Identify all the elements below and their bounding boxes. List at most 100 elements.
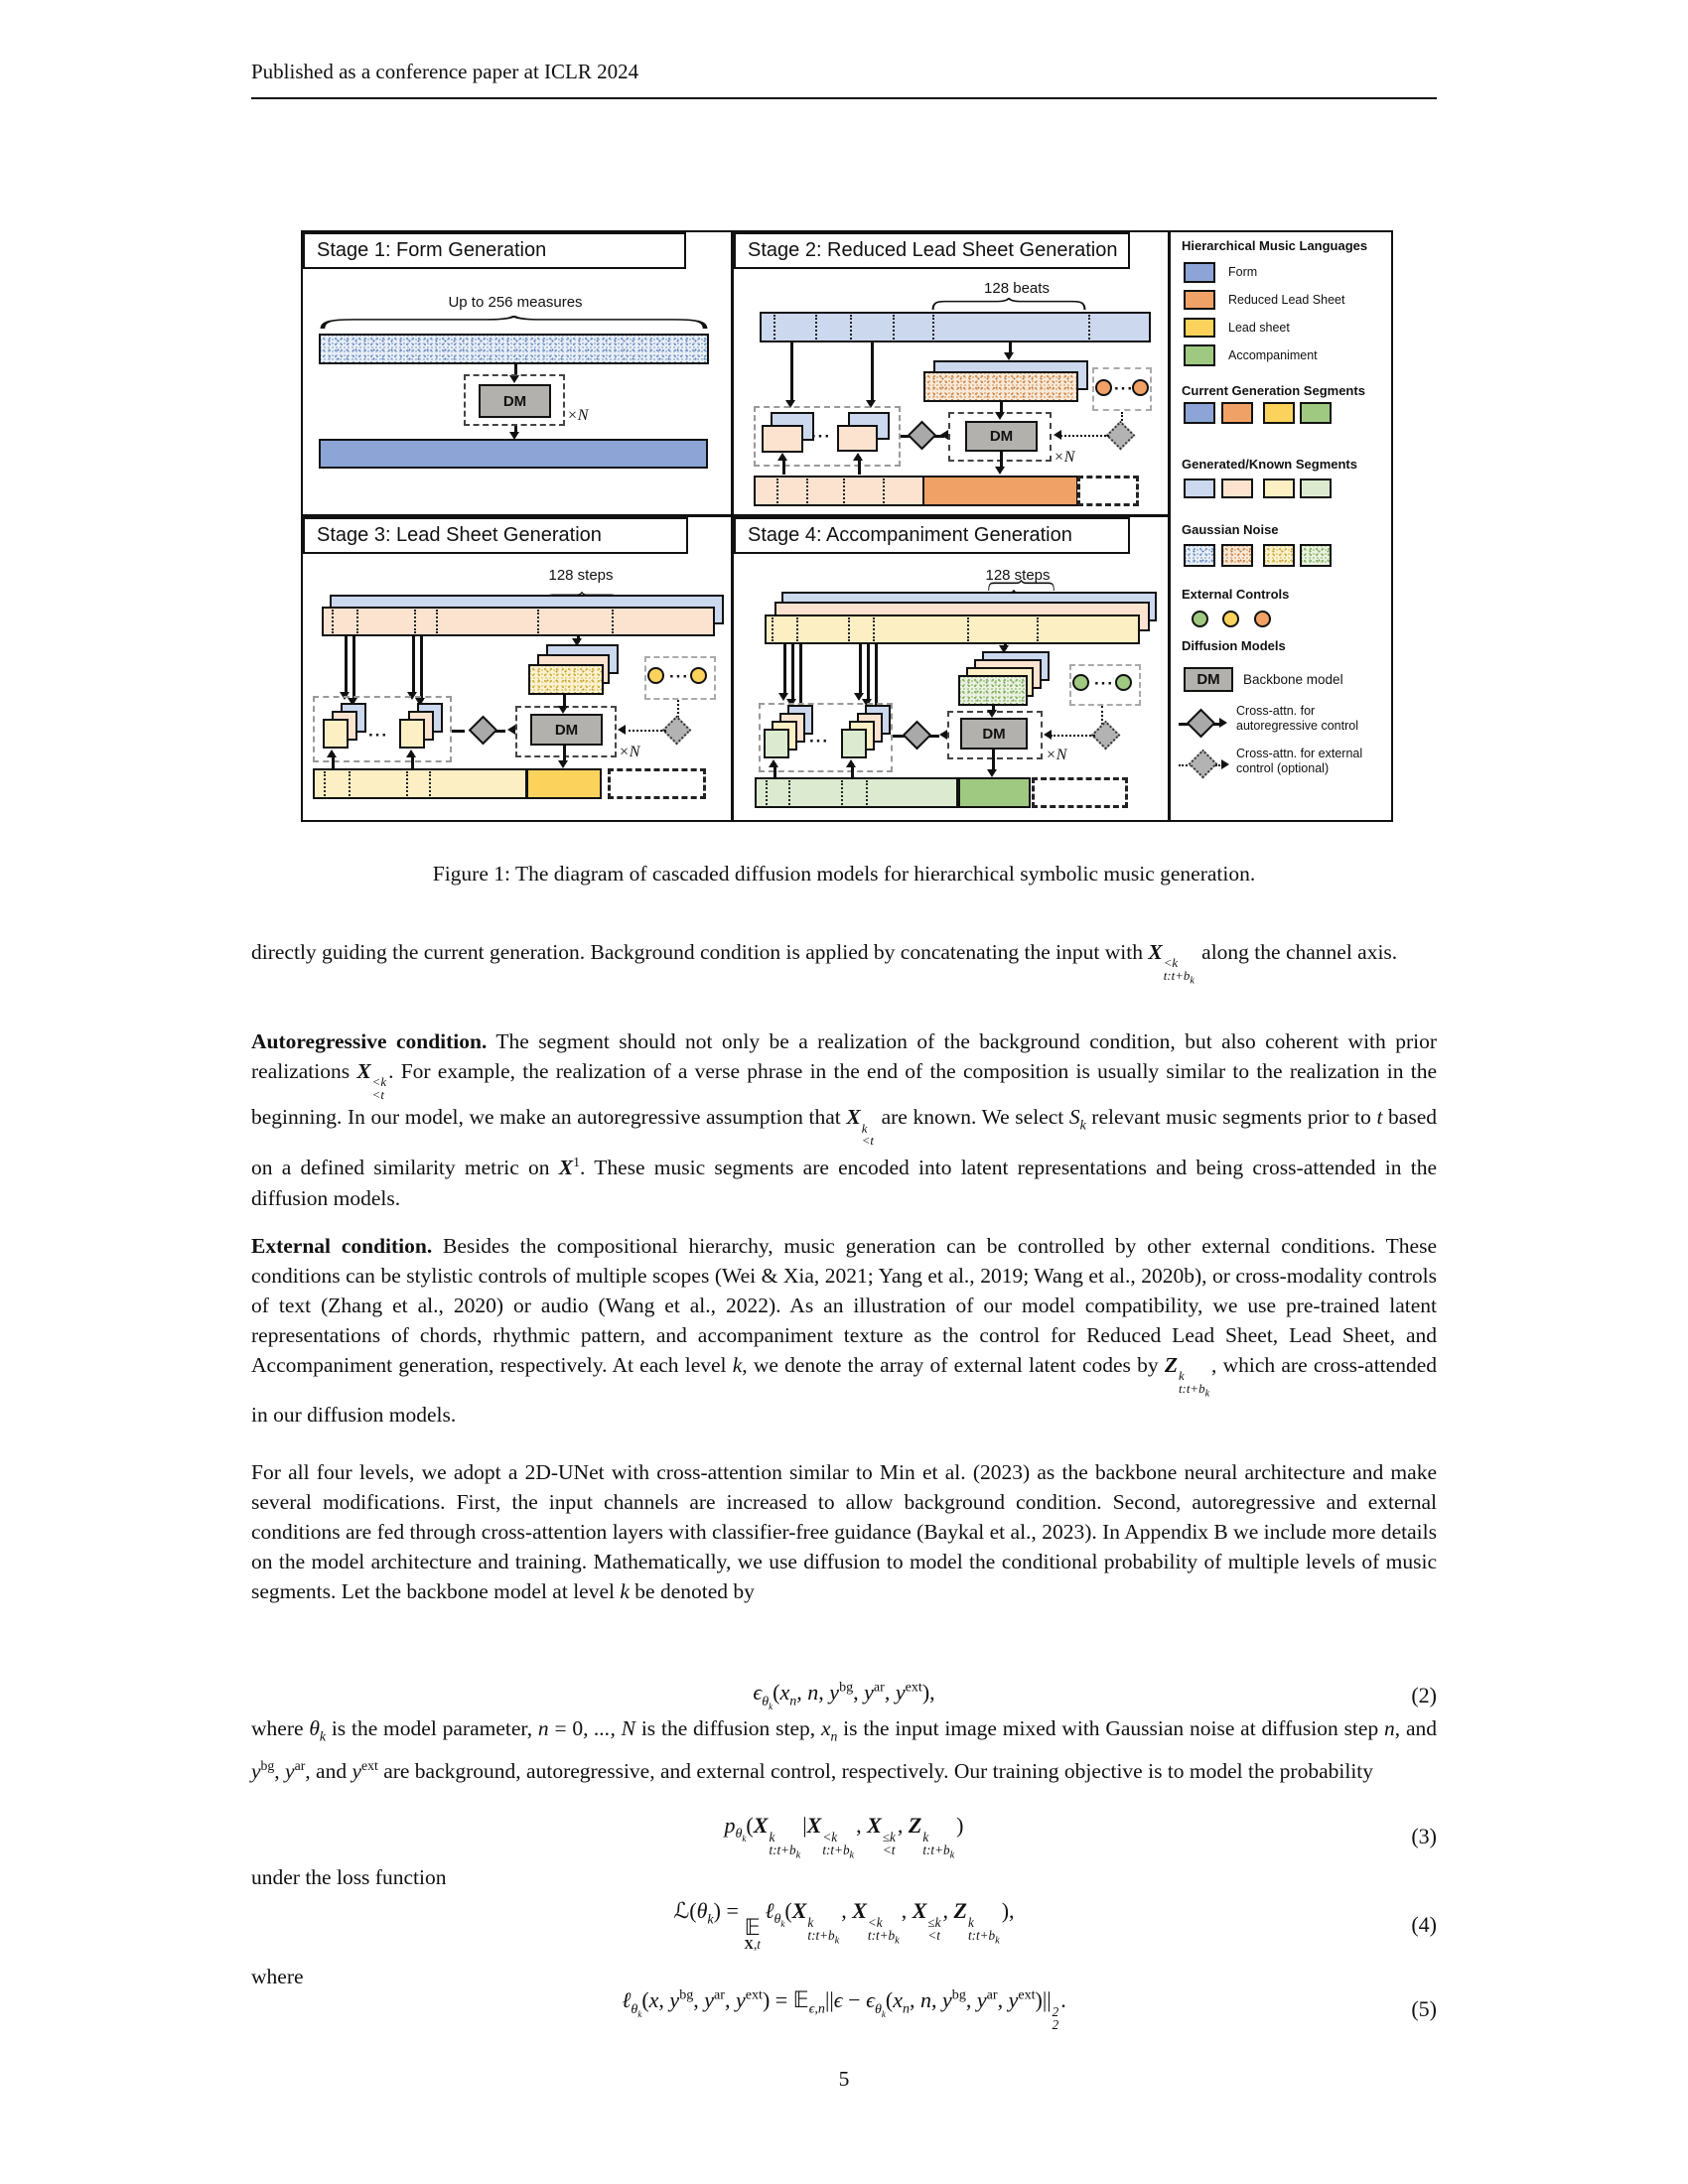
brace-icon xyxy=(931,298,1086,310)
lead-sheet-label: Lead sheet xyxy=(1228,321,1290,335)
stage4-title-tab: Stage 4: Accompaniment Generation xyxy=(734,517,1130,554)
segment-divider xyxy=(796,617,798,641)
noise-form-swatch xyxy=(1184,544,1215,567)
arrow-line xyxy=(420,636,423,700)
arrow-line xyxy=(799,644,802,707)
header-rule xyxy=(251,97,1437,99)
arrow-line xyxy=(774,763,776,777)
stage4-measure-label: 128 steps xyxy=(985,567,1051,584)
figure-caption: Figure 1: The diagram of cascaded diffus… xyxy=(432,862,1256,886)
paragraph-continuation: directly guiding the current generation.… xyxy=(251,940,1398,987)
stage3-measure-label: 128 steps xyxy=(548,567,614,584)
stage1-title: Stage 1: Form Generation xyxy=(317,239,547,261)
dotted-line xyxy=(624,730,666,732)
dotted-line xyxy=(677,700,679,718)
segment-divider xyxy=(766,780,768,805)
arrow-left-icon xyxy=(1044,730,1052,740)
arrow-line xyxy=(514,426,517,435)
segment-divider xyxy=(883,478,885,503)
arrow-line xyxy=(1000,452,1003,469)
cross-attn-ar-label-2: autoregressive control xyxy=(1236,719,1358,733)
segment-card xyxy=(841,729,867,758)
stage1-panel: Stage 1: Form Generation Up to 256 measu… xyxy=(301,230,733,516)
stage3-current-bar xyxy=(526,768,602,799)
stage3-external-box xyxy=(644,656,716,700)
stage4-xn-label: ×N xyxy=(1046,747,1067,763)
segment-card xyxy=(399,719,425,749)
segment-divider xyxy=(429,771,431,796)
stage2-current-bar xyxy=(922,476,1078,506)
reduced-lead-sheet-swatch xyxy=(1184,290,1215,310)
equation-5-content: ℓθk(x, ybg, yar, yext) = 𝔼ϵ,n||ϵ − ϵθk(x… xyxy=(622,1987,1066,2033)
stage3-autoregressive-box xyxy=(313,696,452,762)
cross-attn-diamond-icon xyxy=(902,720,932,751)
ellipsis: ··· xyxy=(809,732,829,751)
segment-divider xyxy=(848,617,850,641)
arrow-down-icon xyxy=(558,760,568,768)
equation-4-tag: (4) xyxy=(1411,1911,1437,1937)
arrow-down-icon xyxy=(778,693,788,701)
arrow-up-icon xyxy=(327,750,337,757)
running-header: Published as a conference paper at ICLR … xyxy=(251,60,639,83)
arrow-down-icon xyxy=(987,710,997,718)
legend-current-title: Current Generation Segments xyxy=(1182,383,1365,398)
segment-divider xyxy=(356,610,358,633)
stage4-autoregressive-box xyxy=(759,703,893,772)
generated-acc-swatch xyxy=(1300,478,1332,498)
figure-1: Stage 1: Form Generation Up to 256 measu… xyxy=(301,230,1393,822)
arrow-line xyxy=(563,746,566,760)
arrow-line xyxy=(411,753,414,768)
segment-divider xyxy=(774,315,775,340)
stage4-ls-layer-bar xyxy=(765,614,1140,644)
connector-line xyxy=(1213,723,1221,726)
external-control-icon xyxy=(1192,611,1208,627)
stage2-measure-label: 128 beats xyxy=(984,280,1050,297)
arrow-down-icon xyxy=(509,432,519,440)
segment-divider xyxy=(776,478,778,503)
arrow-line xyxy=(851,763,854,777)
arrow-down-icon xyxy=(995,467,1005,475)
segment-divider xyxy=(436,610,438,633)
ellipsis: ··· xyxy=(669,667,689,686)
arrow-line xyxy=(352,636,355,700)
connector-line xyxy=(901,435,913,438)
dotted-line xyxy=(1057,435,1109,437)
arrow-up-icon xyxy=(406,750,416,757)
segment-card xyxy=(762,425,803,453)
external-control-icon xyxy=(647,667,664,684)
paragraph-under-loss: under the loss function xyxy=(251,1865,447,1889)
stage3-noise-bar xyxy=(528,664,604,695)
stage1-dm-dashed-box xyxy=(464,374,565,426)
cross-attn-ar-label-1: Cross-attn. for xyxy=(1236,704,1316,718)
backbone-model-label: Backbone model xyxy=(1243,672,1343,687)
arrow-line xyxy=(1009,342,1012,354)
external-control-icon xyxy=(1095,379,1112,396)
stage2-external-box xyxy=(1092,367,1152,411)
cross-attn-external-diamond-icon xyxy=(1090,720,1121,751)
brace-icon xyxy=(319,316,709,329)
stage4-title: Stage 4: Accompaniment Generation xyxy=(748,524,1072,546)
stage1-xn-label: ×N xyxy=(567,407,589,424)
stage4-future-segment xyxy=(1032,777,1128,808)
form-swatch xyxy=(1184,262,1215,283)
ellipsis: ··· xyxy=(368,726,388,745)
segment-divider xyxy=(1037,617,1039,641)
stage2-title: Stage 2: Reduced Lead Sheet Generation xyxy=(748,239,1118,261)
stage2-autoregressive-box xyxy=(754,406,901,467)
arrow-left-icon xyxy=(507,725,515,735)
dotted-line xyxy=(1121,412,1123,425)
equation-2: ϵθk(xn, n, ybg, yar, yext), (2) xyxy=(251,1680,1437,1711)
connector-line xyxy=(929,735,939,738)
paragraph-architecture: For all four levels, we adopt a 2D-UNet … xyxy=(251,1460,1437,1603)
legend-diffusion-title: Diffusion Models xyxy=(1182,638,1286,653)
arrow-line xyxy=(859,644,862,695)
connector-line xyxy=(934,435,944,438)
stage2-panel: Stage 2: Reduced Lead Sheet Generation 1… xyxy=(732,230,1170,516)
arrow-down-icon xyxy=(854,693,864,701)
generated-form-swatch xyxy=(1184,478,1215,498)
arrow-left-icon xyxy=(618,725,626,735)
arrow-right-icon xyxy=(1219,718,1227,728)
cross-attn-ext-label-2: control (optional) xyxy=(1236,761,1330,775)
arrow-down-icon xyxy=(866,400,876,408)
arrow-line xyxy=(1000,402,1003,412)
